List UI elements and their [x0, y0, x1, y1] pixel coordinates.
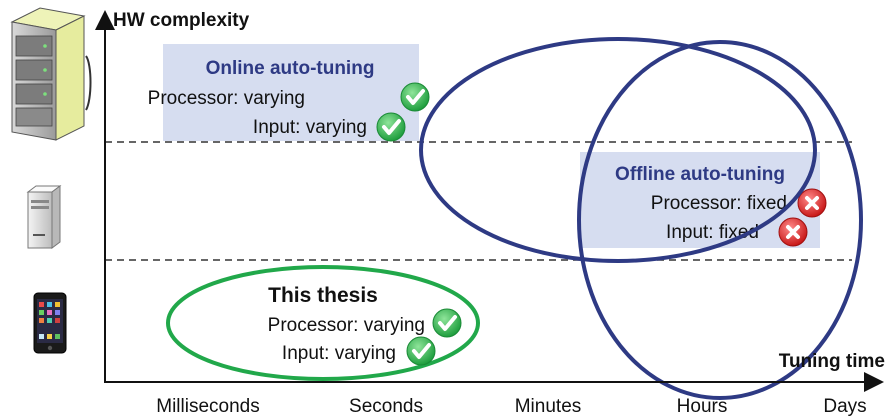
- y-axis-label: HW complexity: [113, 10, 250, 31]
- server-rack-icon: [10, 7, 92, 141]
- thesis-processor-label: Processor: varying: [268, 315, 425, 336]
- online-region-ellipse: [419, 37, 817, 263]
- online-box-title: Online auto-tuning: [206, 58, 375, 79]
- offline-autotuning-box: Offline auto-tuning Processor: fixed Inp…: [580, 152, 827, 248]
- online-input-label: Input: varying: [253, 117, 367, 138]
- online-box-background: [163, 44, 419, 141]
- online-processor-label: Processor: varying: [148, 88, 305, 109]
- thesis-title: This thesis: [268, 284, 378, 307]
- offline-processor-cross-icon: [797, 188, 827, 218]
- x-tick-days: Days: [823, 396, 866, 417]
- online-autotuning-box: Online auto-tuning Processor: varying In…: [148, 44, 430, 142]
- offline-region-ellipse: [577, 40, 863, 400]
- thesis-processor-check-icon: [432, 308, 462, 338]
- offline-input-label: Input: fixed: [666, 222, 759, 243]
- online-processor-check-icon: [400, 82, 430, 112]
- desktop-tower-icon: [26, 185, 62, 249]
- x-tick-minutes: Minutes: [515, 396, 582, 417]
- x-axis-label: Tuning time: [779, 351, 885, 372]
- thesis-input-label: Input: varying: [282, 343, 396, 364]
- offline-input-cross-icon: [778, 217, 808, 247]
- online-input-check-icon: [376, 112, 406, 142]
- this-thesis-ellipse: [166, 265, 480, 381]
- x-tick-milliseconds: Milliseconds: [156, 396, 259, 417]
- offline-processor-label: Processor: fixed: [651, 193, 787, 214]
- thesis-input-check-icon: [406, 336, 436, 366]
- offline-box-title: Offline auto-tuning: [615, 164, 785, 185]
- this-thesis-region: This thesis Processor: varying Input: va…: [166, 265, 480, 381]
- x-tick-seconds: Seconds: [349, 396, 423, 417]
- x-tick-hours: Hours: [677, 396, 728, 417]
- smartphone-icon: [33, 292, 67, 354]
